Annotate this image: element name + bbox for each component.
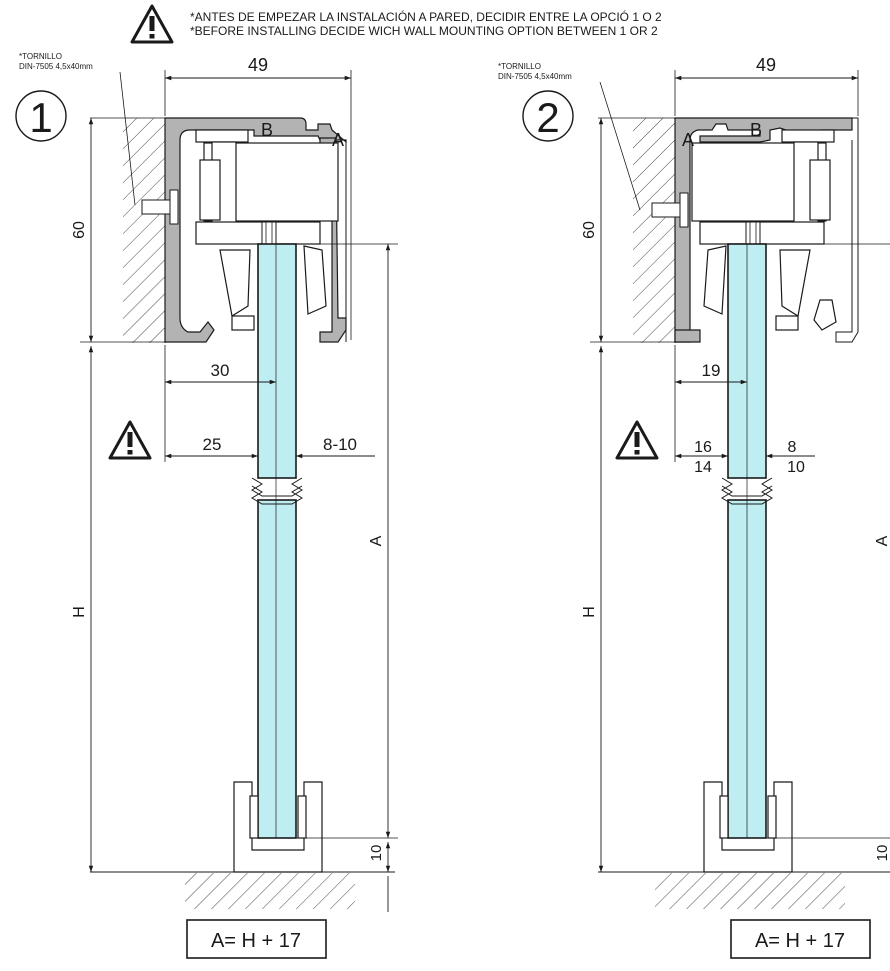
screw-note-spec: DIN-7505 4,5x40mm (498, 72, 572, 81)
dim-width: 49 (756, 55, 776, 75)
label-h: H (71, 606, 88, 618)
option-number-badge: 1 (15, 90, 67, 142)
header-line-en: *BEFORE INSTALLING DECIDE WICH WALL MOUN… (190, 24, 658, 38)
dim-wall-gap: 25 (203, 435, 222, 454)
label-b: B (750, 120, 762, 140)
option-number: 1 (29, 94, 52, 141)
carriage (691, 129, 837, 331)
option-number: 2 (536, 94, 559, 141)
dim-glass-thickness: 8-10 (323, 435, 357, 454)
header-line-es: *ANTES DE EMPEZAR LA INSTALACIÓN A PARED… (190, 9, 662, 24)
dim-floor-gap: 10 (874, 845, 890, 862)
formula-box: A= H + 17 (730, 919, 871, 959)
label-a-dimension: A (874, 535, 890, 546)
dim-wall-gap-top: 16 (694, 439, 712, 456)
floor-guide (233, 781, 323, 873)
option-number-badge: 2 (522, 90, 574, 142)
label-b: B (261, 120, 273, 140)
wall-screw (651, 192, 689, 228)
dim-glass-axis: 19 (702, 361, 721, 380)
dim-glass-bottom: 10 (787, 459, 805, 476)
dimensions (80, 70, 398, 912)
dim-wall-gap-bottom: 14 (694, 459, 712, 476)
label-h: H (581, 606, 598, 618)
screw-note-spec: DIN-7505 4,5x40mm (19, 62, 93, 71)
warning-icon (108, 420, 152, 460)
wall-hatch (598, 117, 676, 343)
dim-floor-gap: 10 (368, 845, 385, 862)
label-a: A (682, 130, 694, 150)
option-2: 2 *TORNILLO DIN-7505 4,5x40mm (498, 55, 890, 959)
warning-icon (130, 4, 174, 44)
floor-hatch (90, 871, 395, 909)
option-1: 1 *TORNILLO DIN-7505 4,5x40mm (15, 52, 398, 959)
carriage (195, 129, 339, 331)
dimensions (590, 70, 890, 872)
wall-hatch (90, 117, 166, 343)
label-a-dimension: A (368, 535, 385, 546)
glass-panel (251, 243, 303, 839)
dim-width: 49 (248, 55, 268, 75)
screw-note-title: *TORNILLO (498, 62, 541, 71)
formula-text: A= H + 17 (211, 930, 301, 952)
formula-text: A= H + 17 (755, 930, 845, 952)
dim-height: 60 (581, 221, 598, 239)
glass-panel (721, 243, 773, 839)
warning-icon (615, 420, 659, 460)
dim-glass-axis: 30 (211, 361, 230, 380)
formula-box: A= H + 17 (186, 919, 327, 959)
dim-height: 60 (71, 221, 88, 239)
floor-guide (703, 781, 793, 873)
header: *ANTES DE EMPEZAR LA INSTALACIÓN A PARED… (130, 4, 662, 44)
screw-note-title: *TORNILLO (19, 52, 62, 61)
dim-glass-top: 8 (788, 439, 797, 456)
floor-hatch (598, 871, 890, 909)
wall-screw (141, 189, 179, 225)
label-a: A (332, 130, 344, 150)
